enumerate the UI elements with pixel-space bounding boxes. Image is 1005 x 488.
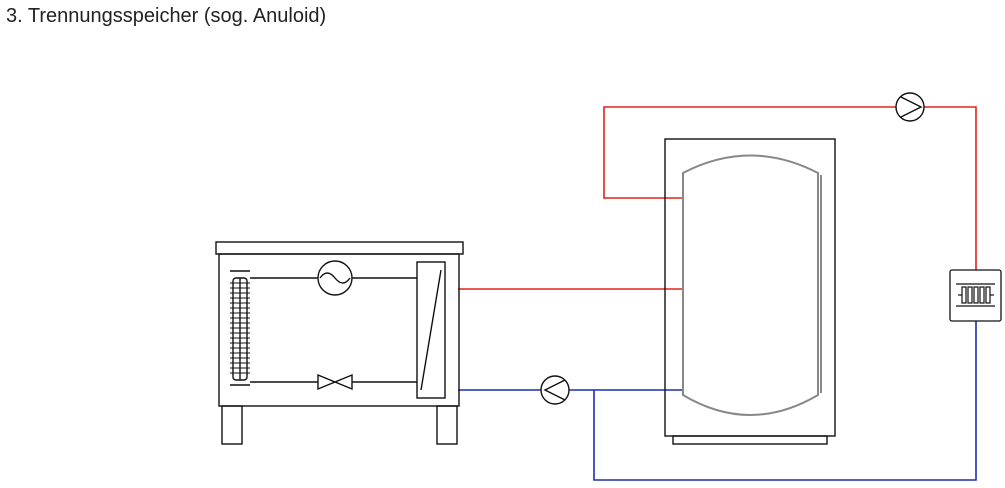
heating-return-pipe	[593, 321, 977, 481]
heat-pump-body	[218, 253, 460, 407]
tank-vessel	[682, 154, 819, 416]
generator-pump-icon	[540, 375, 570, 405]
compressor-icon	[317, 260, 353, 296]
heat-pump-icon	[215, 241, 464, 445]
flow-pipes	[458, 106, 977, 290]
heat-pump-right-foot	[436, 405, 458, 445]
heating-flow-pipe	[603, 106, 896, 199]
buffer-tank-icon	[664, 138, 836, 445]
expansion-valve-icon	[317, 373, 353, 391]
heat-pump-top-plate	[215, 241, 464, 255]
tank-base	[672, 435, 828, 445]
condenser-icon	[416, 261, 446, 399]
heat-pump-left-foot	[221, 405, 243, 445]
evaporator-icon	[230, 270, 250, 386]
tank-casing	[664, 138, 836, 437]
heating-pump-icon	[895, 92, 925, 122]
radiator-icon	[949, 269, 1002, 322]
return-pipes	[458, 321, 977, 481]
heating-flow-pipe-2	[924, 106, 977, 270]
evaporator-fins	[230, 282, 250, 374]
page-title: 3. Trennungsspeicher (sog. Anuloid)	[6, 5, 327, 27]
